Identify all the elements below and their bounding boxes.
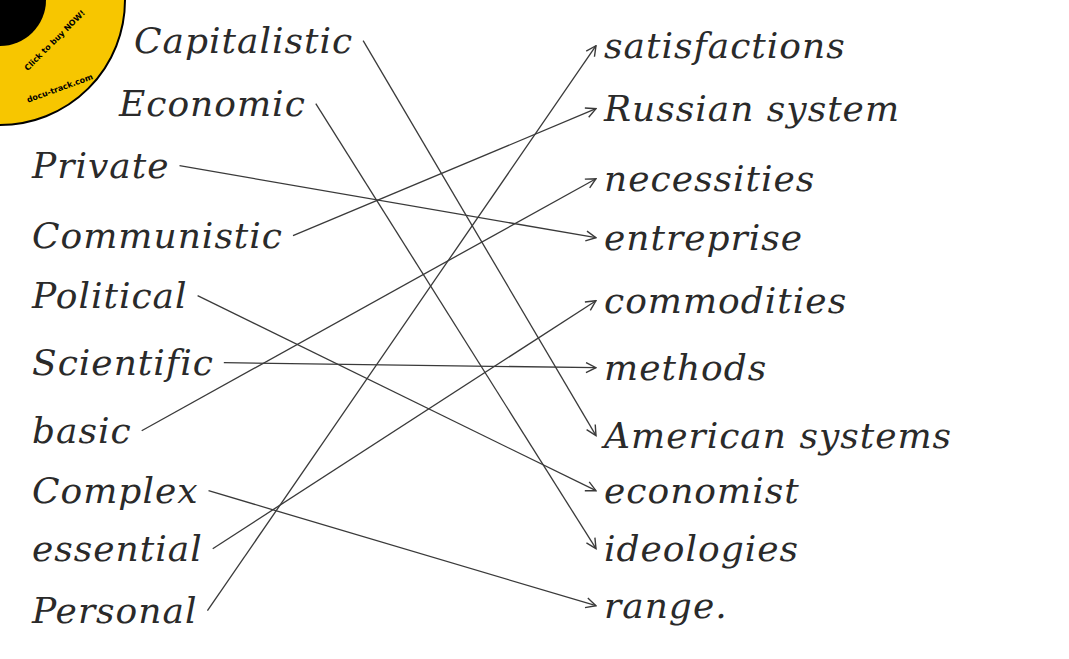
word-text: necessities bbox=[604, 158, 815, 199]
match-word: American systems bbox=[600, 413, 956, 458]
term-word: Political bbox=[28, 273, 192, 318]
word-text: Russian system bbox=[604, 88, 900, 129]
match-word: range. bbox=[600, 583, 732, 628]
term-word: basic bbox=[28, 408, 136, 453]
word-text: satisfactions bbox=[604, 25, 846, 66]
word-text: Communistic bbox=[32, 215, 283, 256]
match-arrow bbox=[316, 104, 596, 549]
match-word: ideologies bbox=[600, 526, 803, 571]
word-text: entreprise bbox=[604, 217, 803, 258]
match-arrow bbox=[207, 46, 596, 611]
match-word: methods bbox=[600, 345, 771, 390]
match-arrow bbox=[224, 363, 596, 368]
word-text: Capitalistic bbox=[134, 20, 353, 61]
term-word: Private bbox=[28, 143, 174, 188]
term-word: Complex bbox=[28, 468, 203, 513]
match-arrow bbox=[213, 301, 596, 549]
word-text: Personal bbox=[32, 590, 197, 631]
word-text: Scientific bbox=[32, 342, 214, 383]
match-arrow bbox=[209, 491, 596, 606]
word-text: methods bbox=[604, 347, 767, 388]
word-text: Private bbox=[32, 145, 170, 186]
term-word: Personal bbox=[28, 588, 201, 633]
word-text: commodities bbox=[604, 280, 847, 321]
word-text: Economic bbox=[119, 83, 306, 124]
term-word: Capitalistic bbox=[130, 18, 357, 63]
word-text: basic bbox=[32, 410, 132, 451]
term-word: essential bbox=[28, 526, 207, 571]
match-word: commodities bbox=[600, 278, 851, 323]
match-word: Russian system bbox=[600, 86, 904, 131]
term-word: Economic bbox=[115, 81, 310, 126]
word-text: economist bbox=[604, 470, 800, 511]
term-word: Scientific bbox=[28, 340, 218, 385]
match-arrow bbox=[293, 109, 596, 236]
word-text: Complex bbox=[32, 470, 199, 511]
word-text: American systems bbox=[604, 415, 952, 456]
word-text: Political bbox=[32, 275, 188, 316]
word-text: ideologies bbox=[604, 528, 799, 569]
match-word: economist bbox=[600, 468, 804, 513]
word-text: essential bbox=[32, 528, 203, 569]
match-word: entreprise bbox=[600, 215, 807, 260]
term-word: Communistic bbox=[28, 213, 287, 258]
match-word: satisfactions bbox=[600, 23, 850, 68]
word-text: range. bbox=[604, 585, 728, 626]
match-arrow bbox=[198, 296, 596, 491]
match-word: necessities bbox=[600, 156, 819, 201]
